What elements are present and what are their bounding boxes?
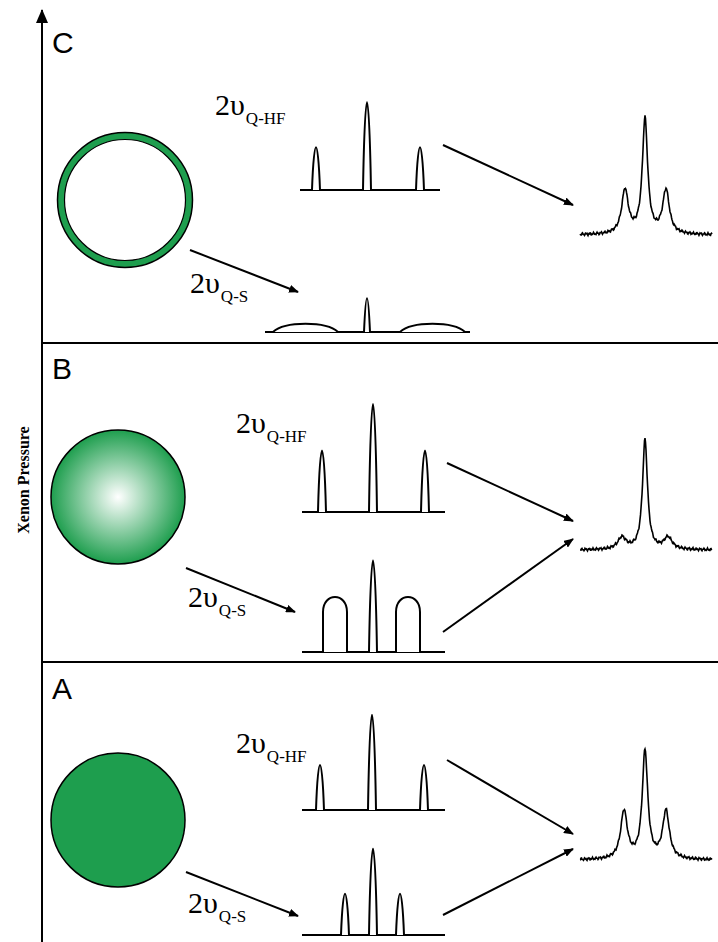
measured-spectrum	[580, 115, 712, 235]
filled-particle	[51, 753, 185, 887]
stick-spectrum	[265, 298, 470, 332]
gradient-particle	[51, 430, 185, 564]
panel-letter: A	[52, 674, 72, 704]
arrow	[447, 463, 573, 521]
measured-spectrum	[580, 438, 712, 551]
frequency-subscript: Q-S	[219, 602, 246, 619]
arrow	[447, 760, 573, 834]
frequency-symbol: 2υ	[188, 582, 218, 612]
frequency-symbol: 2υ	[215, 90, 245, 120]
arrow	[443, 145, 573, 205]
stick-spectrum	[302, 715, 445, 810]
ring-particle	[58, 133, 193, 268]
axis-title: Xenon Pressure	[16, 426, 32, 533]
panel-divider	[42, 342, 718, 344]
stick-spectrum	[302, 849, 445, 935]
pressure-axis	[41, 10, 43, 942]
arrow	[443, 539, 573, 632]
stick-spectrum	[302, 561, 445, 653]
frequency-symbol: 2υ	[190, 268, 220, 298]
frequency-symbol: 2υ	[188, 888, 218, 918]
frequency-subscript: Q-HF	[267, 748, 307, 765]
panel-letter: B	[52, 354, 72, 384]
frequency-subscript: Q-S	[219, 908, 246, 925]
frequency-subscript: Q-HF	[246, 110, 286, 127]
frequency-subscript: Q-S	[221, 288, 248, 305]
stick-spectrum	[302, 404, 445, 512]
arrow	[443, 849, 573, 915]
measured-spectra	[580, 115, 712, 860]
panel-divider	[42, 661, 718, 663]
stick-spectrum	[300, 102, 440, 190]
measured-spectrum	[580, 749, 712, 860]
frequency-symbol: 2υ	[236, 728, 266, 758]
panel-letter: C	[52, 28, 74, 58]
frequency-symbol: 2υ	[236, 408, 266, 438]
frequency-subscript: Q-HF	[267, 428, 307, 445]
